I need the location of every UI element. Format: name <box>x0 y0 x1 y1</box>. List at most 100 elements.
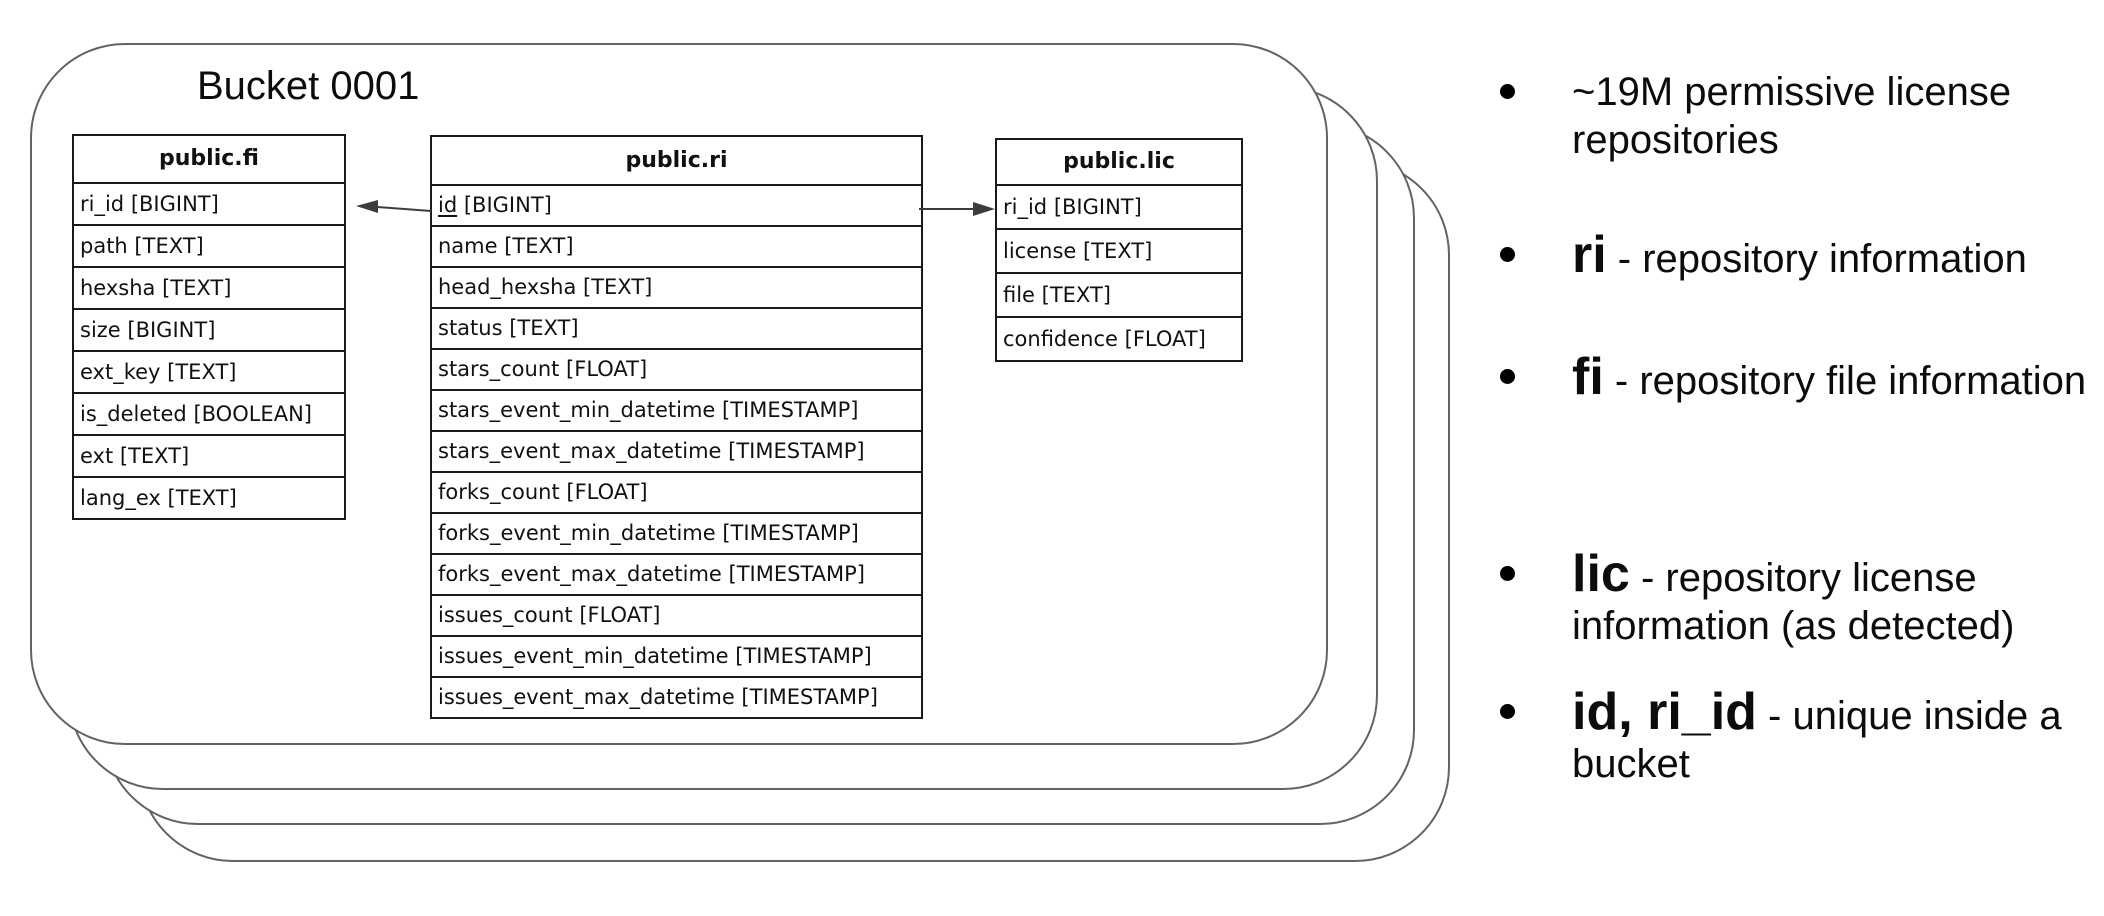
bullet-dot-icon <box>1500 369 1515 384</box>
field-row: lang_ex [TEXT] <box>74 476 344 518</box>
table-public-fi: public.fi ri_id [BIGINT]path [TEXT]hexsh… <box>72 134 346 520</box>
field-name: stars_event_min_datetime <box>438 398 716 422</box>
table-public-lic-rows: ri_id [BIGINT]license [TEXT]file [TEXT]c… <box>997 184 1241 360</box>
field-row: ext_key [TEXT] <box>74 350 344 392</box>
field-name: lang_ex <box>80 486 161 510</box>
field-row: issues_count [FLOAT] <box>432 594 921 635</box>
table-public-fi-rows: ri_id [BIGINT]path [TEXT]hexsha [TEXT]si… <box>74 182 344 518</box>
field-row: hexsha [TEXT] <box>74 266 344 308</box>
field-name: confidence <box>1003 327 1118 351</box>
field-name: path <box>80 234 128 258</box>
field-row: stars_event_min_datetime [TIMESTAMP] <box>432 389 921 430</box>
bullet-dot-icon <box>1500 704 1515 719</box>
field-type: [TIMESTAMP] <box>721 439 865 463</box>
field-type: [TEXT] <box>155 276 232 300</box>
legend-term: lic <box>1572 545 1630 603</box>
field-name: hexsha <box>80 276 156 300</box>
bucket-title: Bucket 0001 <box>197 64 420 108</box>
field-row: issues_event_min_datetime [TIMESTAMP] <box>432 635 921 676</box>
field-row: id [BIGINT] <box>432 184 921 225</box>
field-name: license <box>1003 239 1077 263</box>
field-row: ri_id [BIGINT] <box>74 182 344 224</box>
field-name: forks_event_max_datetime <box>438 562 722 586</box>
legend-item-text: id, ri_id - unique inside a bucket <box>1572 683 2062 786</box>
legend-term: id, ri_id <box>1572 683 1757 741</box>
field-type: [BIGINT] <box>1047 195 1142 219</box>
field-type: [FLOAT] <box>559 480 648 504</box>
table-public-lic-header: public.lic <box>1063 149 1175 174</box>
field-type: [TEXT] <box>113 444 190 468</box>
field-type: [BIGINT] <box>124 192 219 216</box>
field-name: is_deleted <box>80 402 187 426</box>
field-name: file <box>1003 283 1035 307</box>
field-row: issues_event_max_datetime [TIMESTAMP] <box>432 676 921 717</box>
field-row: head_hexsha [TEXT] <box>432 266 921 307</box>
field-name: name <box>438 234 498 258</box>
table-public-fi-header: public.fi <box>159 146 259 171</box>
field-type: [FLOAT] <box>572 603 661 627</box>
field-name: stars_count <box>438 357 560 381</box>
field-row: status [TEXT] <box>432 307 921 348</box>
field-name: id <box>438 193 458 217</box>
field-name: status <box>438 316 503 340</box>
field-row: is_deleted [BOOLEAN] <box>74 392 344 434</box>
bullet-dot-icon <box>1500 247 1515 262</box>
field-name: issues_count <box>438 603 573 627</box>
field-row: size [BIGINT] <box>74 308 344 350</box>
field-name: ext <box>80 444 114 468</box>
field-name: forks_count <box>438 480 560 504</box>
field-name: forks_event_min_datetime <box>438 521 716 545</box>
field-type: [TEXT] <box>502 316 579 340</box>
field-type: [BIGINT] <box>457 193 552 217</box>
field-row: name [TEXT] <box>432 225 921 266</box>
table-public-ri-header: public.ri <box>625 148 728 173</box>
field-type: [TIMESTAMP] <box>734 685 878 709</box>
field-type: [BIGINT] <box>120 318 216 342</box>
legend-item: fi - repository file information <box>1500 348 2104 406</box>
field-type: [TEXT] <box>160 360 237 384</box>
field-row: stars_event_max_datetime [TIMESTAMP] <box>432 430 921 471</box>
legend-item-text: lic - repository license information (as… <box>1572 545 2015 648</box>
legend-item: lic - repository license information (as… <box>1500 545 2104 650</box>
field-type: [TEXT] <box>127 234 204 258</box>
field-type: [TEXT] <box>160 486 237 510</box>
legend-item: ri - repository information <box>1500 226 2104 284</box>
field-row: forks_event_min_datetime [TIMESTAMP] <box>432 512 921 553</box>
field-name: ext_key <box>80 360 161 384</box>
field-name: stars_event_max_datetime <box>438 439 722 463</box>
field-type: [TIMESTAMP] <box>715 398 859 422</box>
field-row: ext [TEXT] <box>74 434 344 476</box>
field-type: [TEXT] <box>497 234 574 258</box>
table-public-ri: public.ri id [BIGINT]name [TEXT]head_hex… <box>430 135 923 719</box>
legend-item: ~19M permissive license repositories <box>1500 68 2104 164</box>
field-type: [BOOLEAN] <box>186 402 312 426</box>
legend-term: ri <box>1572 226 1607 284</box>
field-row: forks_event_max_datetime [TIMESTAMP] <box>432 553 921 594</box>
field-name: ri_id <box>1003 195 1048 219</box>
legend-term: fi <box>1572 348 1604 406</box>
field-name: issues_event_max_datetime <box>438 685 735 709</box>
legend-item-text: ri - repository information <box>1572 226 2027 284</box>
field-name: size <box>80 318 121 342</box>
field-type: [TEXT] <box>1076 239 1153 263</box>
field-name: ri_id <box>80 192 125 216</box>
field-type: [TIMESTAMP] <box>721 562 865 586</box>
field-row: stars_count [FLOAT] <box>432 348 921 389</box>
field-row: path [TEXT] <box>74 224 344 266</box>
field-row: file [TEXT] <box>997 272 1241 316</box>
bullet-dot-icon <box>1500 566 1515 581</box>
legend-item: id, ri_id - unique inside a bucket <box>1500 683 2104 788</box>
field-type: [TIMESTAMP] <box>715 521 859 545</box>
field-row: license [TEXT] <box>997 228 1241 272</box>
field-row: forks_count [FLOAT] <box>432 471 921 512</box>
field-type: [TEXT] <box>576 275 653 299</box>
table-public-lic: public.lic ri_id [BIGINT]license [TEXT]f… <box>995 138 1243 362</box>
legend-item-text: fi - repository file information <box>1572 348 2087 406</box>
field-row: ri_id [BIGINT] <box>997 184 1241 228</box>
field-name: head_hexsha <box>438 275 577 299</box>
field-type: [TIMESTAMP] <box>728 644 872 668</box>
field-type: [FLOAT] <box>559 357 648 381</box>
bullet-dot-icon <box>1500 84 1515 99</box>
